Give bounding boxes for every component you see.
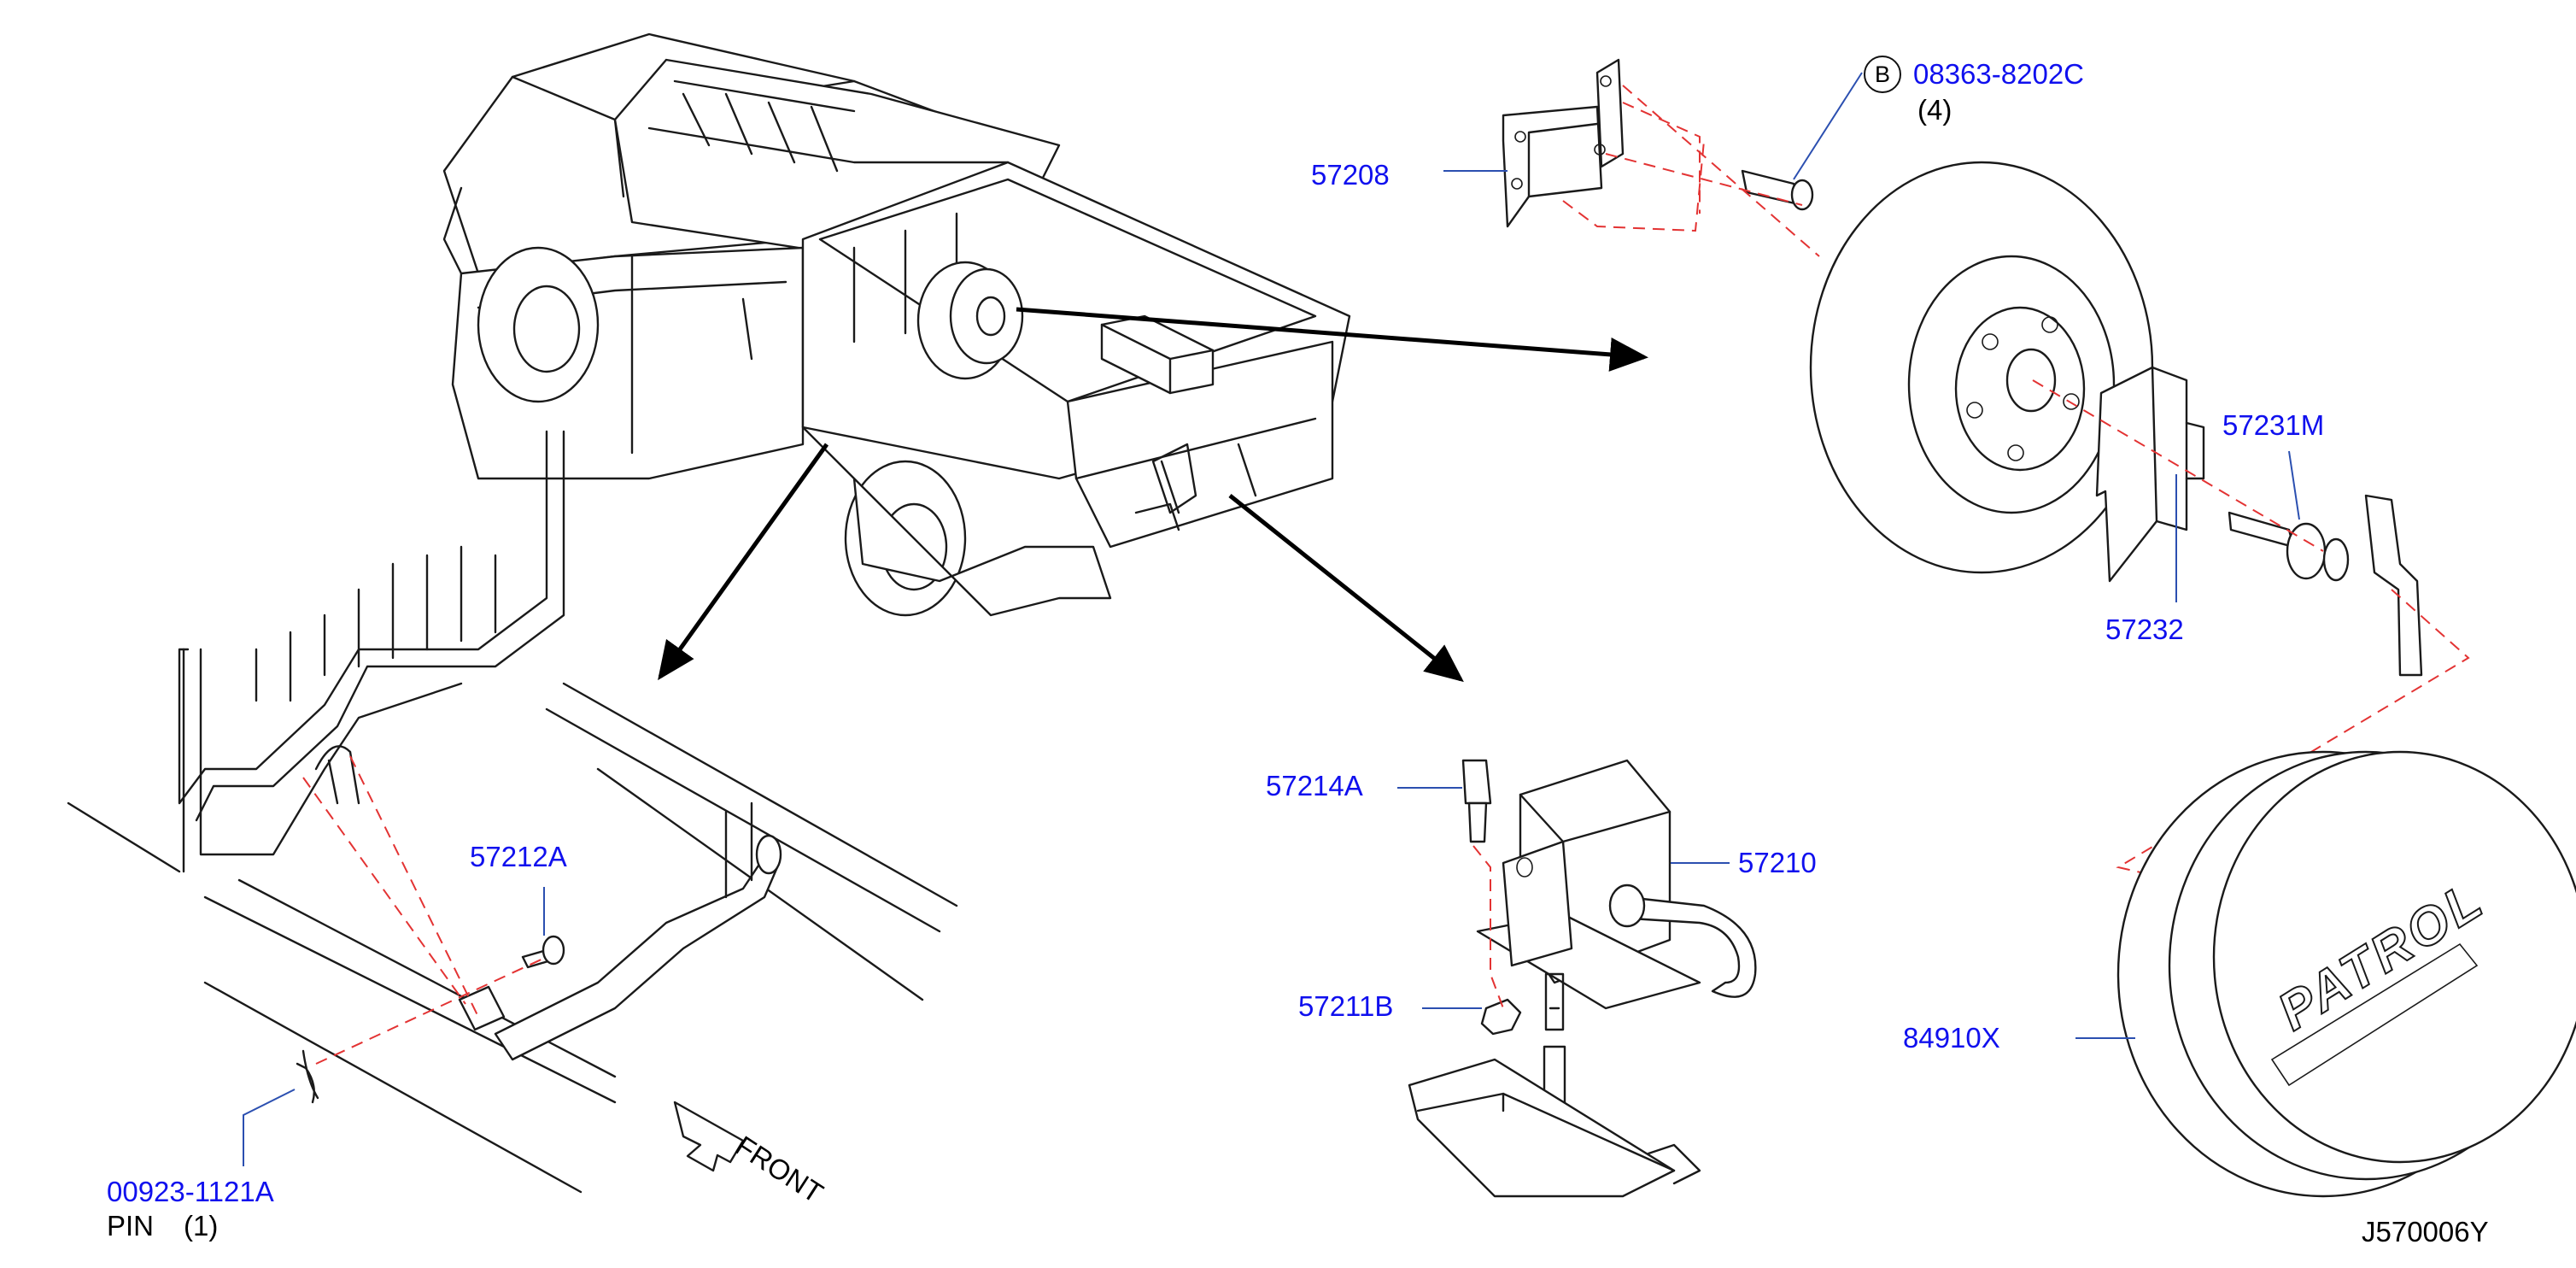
part-label-57210[interactable]: 57210 xyxy=(1738,847,1817,878)
part-label-57212A[interactable]: 57212A xyxy=(470,841,567,872)
patrol-logo xyxy=(2270,942,2479,1087)
qty-08363: (4) xyxy=(1917,94,1952,126)
part-label-57231M[interactable]: 57231M xyxy=(2222,409,2325,441)
part-label-57232[interactable]: 57232 xyxy=(2105,613,2184,645)
callout-arrows xyxy=(658,307,1648,683)
hook-detail xyxy=(1408,759,1757,1198)
leader-lines xyxy=(243,72,2300,1166)
part-label-08363-8202C[interactable]: 08363-8202C xyxy=(1913,58,2084,90)
figure-id: J570006Y xyxy=(2362,1216,2489,1247)
part-label-00923-1121A[interactable]: 00923-1121A xyxy=(107,1176,274,1207)
part-label-57211B[interactable]: 57211B xyxy=(1298,990,1394,1022)
part-label-84910X[interactable]: 84910X xyxy=(1903,1022,2000,1054)
callout-b-circle: B xyxy=(1864,56,1901,93)
qty-pin: (1) xyxy=(184,1210,219,1242)
part-label-57208[interactable]: 57208 xyxy=(1311,159,1390,191)
tire-cover xyxy=(2116,750,2576,1198)
part-label-57214A[interactable]: 57214A xyxy=(1266,770,1363,801)
chassis-detail xyxy=(67,430,958,1194)
spare-wheel-detail xyxy=(1502,58,2470,889)
part-name-pin: PIN xyxy=(107,1210,155,1242)
truck-illustration xyxy=(442,32,1351,617)
